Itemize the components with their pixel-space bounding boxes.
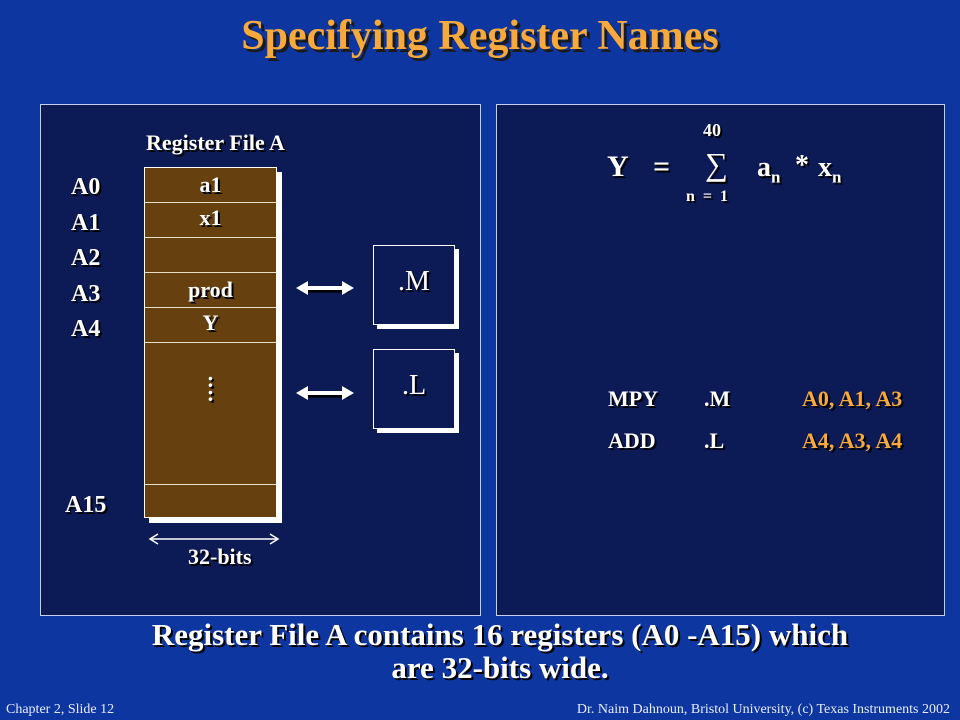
ellipsis-dot-1: :: [206, 367, 215, 392]
register-name-a2: A2: [71, 245, 101, 271]
l-unit-box: .L: [373, 349, 455, 429]
formula-equals: =: [653, 150, 671, 183]
register-file-label: Register File A: [146, 130, 285, 155]
footer-slide-number: Chapter 2, Slide 12: [6, 702, 115, 717]
sigma-icon: ∑: [705, 146, 728, 182]
m-unit-box: .M: [373, 245, 455, 325]
register-file-block: a1 x1 prod Y : :: [144, 167, 277, 518]
formula-times: *: [795, 150, 809, 181]
code-panel: [496, 104, 945, 616]
ellipsis-dot-2: :: [206, 381, 215, 406]
footer-credits: Dr. Naim Dahnoun, Bristol University, (c…: [576, 702, 950, 717]
slide-caption: Register File A contains 16 registers (A…: [0, 618, 960, 684]
register-cell-a15: [145, 484, 276, 518]
register-cell-a1: x1: [145, 202, 276, 238]
formula-term-a: an: [757, 152, 780, 188]
register-name-a1: A1: [71, 210, 101, 236]
instr-1-unit: .M: [704, 386, 731, 411]
term-a-subscript: n: [771, 167, 781, 187]
term-x: x: [818, 152, 832, 183]
term-x-subscript: n: [832, 167, 842, 187]
register-cell-a2: [145, 237, 276, 273]
slide-title: Specifying Register Names: [241, 13, 719, 59]
register-name-a4: A4: [71, 316, 101, 342]
register-name-a0: A0: [71, 174, 101, 200]
formula-lhs: Y: [607, 150, 629, 183]
register-cell-a0: a1: [199, 172, 222, 197]
instr-1-operands: A0, A1, A3: [802, 386, 903, 411]
m-unit-arrow: [296, 281, 354, 295]
caption-line-2: are 32-bits wide.: [391, 650, 609, 685]
instr-2-unit: .L: [704, 428, 725, 453]
caption-line-1: Register File A contains 16 registers (A…: [151, 617, 849, 652]
register-cell-a3: prod: [145, 272, 276, 308]
l-unit-arrow: [296, 386, 354, 400]
width-label: 32-bits: [188, 544, 252, 569]
width-double-arrow: [148, 533, 280, 545]
formula-term-x: xn: [818, 152, 841, 188]
instr-2-op: ADD: [608, 428, 656, 453]
sum-upper-limit: 40: [703, 120, 721, 140]
register-name-a15: A15: [65, 492, 107, 518]
register-name-a3: A3: [71, 281, 101, 307]
register-cell-a4: Y: [145, 307, 276, 343]
term-a: a: [757, 152, 771, 183]
register-cells-ellipsis: : :: [145, 342, 276, 485]
instr-2-operands: A4, A3, A4: [802, 428, 903, 453]
instr-1-op: MPY: [608, 386, 659, 411]
sum-lower-limit: n = 1: [686, 188, 729, 205]
